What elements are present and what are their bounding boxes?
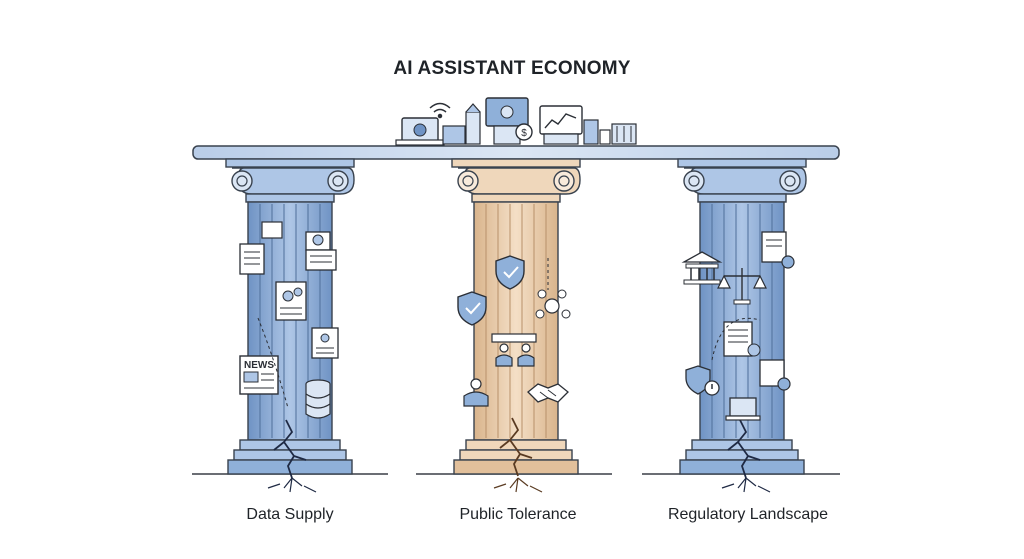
gears-document-icon: [275, 281, 307, 321]
scales-icon: [717, 268, 767, 305]
chart-monitor-icon: [485, 97, 529, 145]
pillar-capital: [677, 158, 807, 203]
wifi-icon: [429, 102, 451, 119]
people-icon: [491, 333, 537, 367]
flow-arrow: [257, 317, 289, 409]
pillar-label-data-supply: Data Supply: [246, 506, 334, 523]
pillar-flutes: [711, 204, 773, 438]
certificate-icon: [761, 231, 795, 269]
stack-boxes-icon: [442, 103, 481, 145]
monitor-icon: [395, 117, 445, 146]
pillar-base: [453, 439, 579, 475]
network-icon: [535, 289, 571, 319]
news-icon: NEWS: [239, 355, 279, 395]
page-title: AI ASSISTANT ECONOMY: [393, 58, 631, 79]
chart-monitor-icon: [539, 105, 583, 145]
platform-beam: [192, 145, 840, 160]
courthouse-icon: [681, 251, 723, 285]
profile-card-icon: [311, 327, 339, 359]
ground-crack: [721, 477, 771, 493]
crack: [273, 419, 307, 479]
pillar-capital: [225, 158, 355, 203]
pillar-data-supply: NEWS: [225, 158, 355, 493]
document-gear-icon: [723, 321, 761, 357]
platform-icons: $: [395, 97, 637, 146]
pillar-public-tolerance: [451, 158, 581, 493]
handshake-icon: [527, 383, 569, 403]
svg-text:$: $: [521, 128, 527, 139]
ground-crack: [267, 477, 317, 493]
crack: [727, 419, 761, 479]
database-icon: [305, 379, 331, 419]
ground-crack: [493, 477, 543, 493]
document-icon: [239, 221, 283, 275]
pillar-label-regulatory-landscape: Regulatory Landscape: [667, 506, 829, 523]
building-icon: [611, 123, 637, 145]
pillar-base: [227, 439, 353, 475]
warning-shield-icon: [685, 365, 720, 396]
laptop-icon: [725, 397, 761, 421]
book-icon: [583, 119, 611, 145]
pillar-label-public-tolerance: Public Tolerance: [459, 506, 577, 523]
person-icon: [463, 378, 489, 407]
photo-icon: [305, 231, 337, 271]
certificate-icon: [759, 359, 791, 391]
shield-check-icon: [495, 255, 525, 290]
dollar-coin-icon: $: [515, 123, 533, 141]
shield-check-icon: [457, 291, 487, 326]
pillar-regulatory-landscape: [677, 158, 807, 493]
crack: [499, 417, 533, 477]
svg-text:NEWS: NEWS: [244, 360, 274, 371]
pillar-base: [679, 439, 805, 475]
pillar-capital: [451, 158, 581, 203]
